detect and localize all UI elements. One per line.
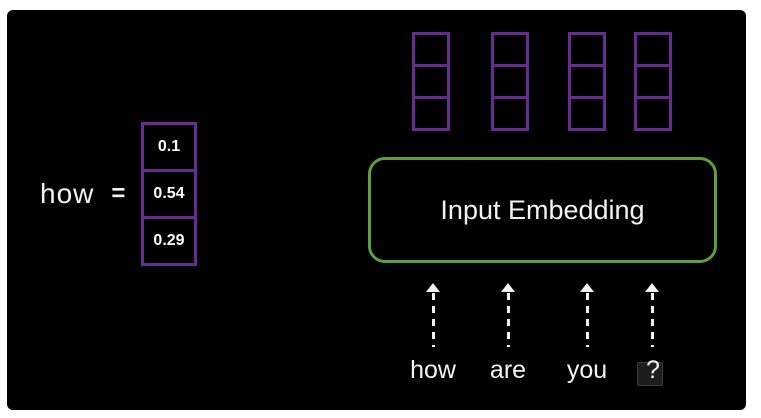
input-token: are — [489, 356, 527, 384]
output-vector-1 — [412, 32, 450, 131]
vector-cell: 0.54 — [144, 172, 194, 219]
arrowhead-icon — [426, 283, 440, 292]
watermark — [637, 362, 663, 386]
output-vector-2 — [491, 32, 529, 131]
vector-cell-empty — [637, 35, 669, 67]
output-vector-4 — [634, 32, 672, 131]
vector-cell-empty — [571, 35, 603, 67]
vector-cell-empty — [415, 67, 447, 99]
up-arrow-icon — [645, 283, 659, 347]
input-embedding-label: Input Embedding — [440, 194, 645, 225]
vector-cell-empty — [571, 99, 603, 128]
dashed-shaft — [431, 293, 435, 347]
example-word-label: how — [40, 178, 95, 209]
vector-cell-empty — [637, 67, 669, 99]
arrowhead-icon — [580, 283, 594, 292]
word-example-row: how = — [40, 178, 125, 210]
input-token: how — [410, 356, 456, 384]
output-vector-3 — [568, 32, 606, 131]
dashed-shaft — [585, 293, 589, 347]
equals-sign: = — [111, 180, 126, 207]
vector-cell-empty — [494, 67, 526, 99]
dashed-shaft — [650, 293, 654, 347]
vector-cell-empty — [571, 67, 603, 99]
vector-cell-empty — [415, 99, 447, 128]
input-embedding-box: Input Embedding — [368, 157, 717, 263]
up-arrow-icon — [501, 283, 515, 347]
vector-cell: 0.29 — [153, 232, 185, 249]
up-arrow-icon — [426, 283, 440, 347]
vector-cell: 0.1 — [144, 125, 194, 172]
slide-canvas: how = 0.1 0.54 0.29 Input Embedding — [7, 10, 746, 410]
dashed-shaft — [506, 293, 510, 347]
arrowhead-icon — [645, 283, 659, 292]
vector-cell-empty — [415, 35, 447, 67]
vector-cell-empty — [637, 99, 669, 128]
up-arrow-icon — [580, 283, 594, 347]
vector-cell-empty — [494, 99, 526, 128]
vector-cell-empty — [494, 35, 526, 67]
input-token: ? — [646, 356, 660, 384]
input-token: you — [566, 356, 608, 384]
example-embedding-vector: 0.1 0.54 0.29 — [141, 122, 197, 266]
arrowhead-icon — [501, 283, 515, 292]
